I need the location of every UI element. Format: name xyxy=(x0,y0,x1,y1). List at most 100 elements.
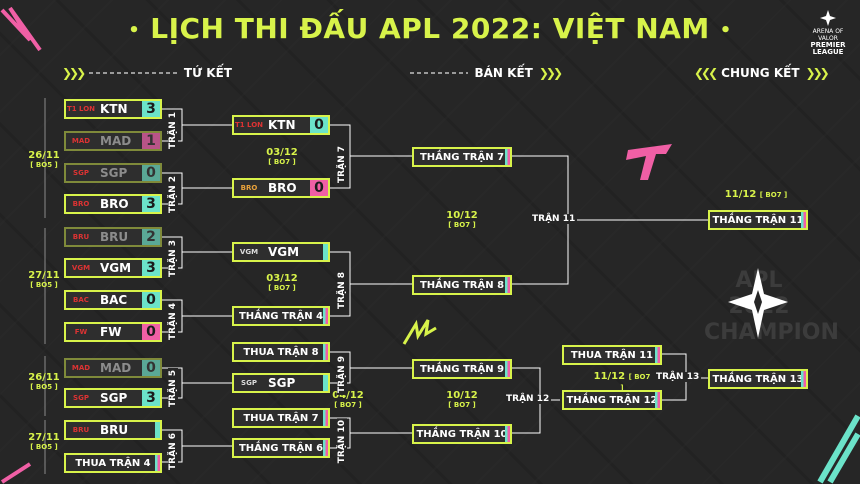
team-logo-icon: MAD xyxy=(71,364,91,372)
date-group-3: 26/11[ BO5 ] xyxy=(24,372,64,391)
date-text: 27/11 xyxy=(28,432,60,443)
slot-endcap xyxy=(155,455,160,471)
winner-match6-slot: THẮNG TRẬN 6 xyxy=(232,438,330,458)
match-tag-6: TRẬN 6 xyxy=(168,431,178,472)
bo-format: [ BO7 ] xyxy=(759,191,788,199)
slot-label: THẮNG TRẬN 7 xyxy=(419,151,505,163)
date-final: 11/12 [ BO7 ] xyxy=(724,189,788,200)
winner-match4-slot: THẮNG TRẬN 4 xyxy=(232,306,330,326)
date-text: 11/12 xyxy=(724,189,757,200)
bo-format: [ BO7 ] xyxy=(620,373,651,392)
champion-star-icon xyxy=(728,268,788,338)
team-name: FW xyxy=(100,325,122,339)
team-box-vgm: VGM VGM 3 xyxy=(64,258,162,278)
pink-corner-stroke xyxy=(0,6,42,52)
stage-final-label: CHUNG KẾT xyxy=(721,66,800,80)
slot-endcap xyxy=(323,440,328,456)
team-logo-icon: FW xyxy=(74,328,88,336)
page-title-text: LỊCH THI ĐẤU APL 2022: VIỆT NAM xyxy=(150,12,710,45)
team-logo-icon: BAC xyxy=(73,296,89,304)
team-name: MAD xyxy=(100,361,132,375)
team-box-r2-vgm: VGM VGM xyxy=(232,242,330,262)
date-text: 11/12 xyxy=(593,371,626,382)
team-name: BRO xyxy=(268,181,297,195)
date-group-2: 27/11[ BO5 ] xyxy=(24,270,64,289)
date-text: 03/12 xyxy=(266,147,298,158)
date-sf: 10/12[ BO7 ] xyxy=(442,210,482,229)
title-dot-right: • xyxy=(719,19,732,41)
slot-endcap xyxy=(505,426,510,442)
team-name: SGP xyxy=(100,391,128,405)
match-tag-1: TRẬN 1 xyxy=(168,110,178,151)
team-score: 1 xyxy=(142,133,160,149)
stage-sf-label: BÁN KẾT xyxy=(474,66,533,80)
slot-endcap xyxy=(655,347,660,363)
apl-logo-line1: ARENA OF VALOR xyxy=(812,28,844,42)
team-logo-icon: SGP xyxy=(241,379,257,387)
slot-label: THẮNG TRẬN 6 xyxy=(238,442,324,454)
team-box-fw: FW FW 0 xyxy=(64,322,162,342)
team-score: 3 xyxy=(142,196,160,212)
arrows-icon: ❯❯❯ xyxy=(62,66,86,80)
arrows-icon: ❮❮❮ xyxy=(694,66,718,80)
date-group-1: 26/11[ BO5 ] xyxy=(24,150,64,169)
date-qf2-a: 03/12[ BO7 ] xyxy=(262,147,302,166)
match-tag-13: TRẬN 13 xyxy=(654,372,702,382)
slot-label: THẮNG TRẬN 10 xyxy=(416,428,508,440)
team-score: 0 xyxy=(142,324,160,340)
pink-corner-stroke-bottom xyxy=(0,462,32,484)
slot-endcap xyxy=(323,308,328,324)
date-text: 03/12 xyxy=(266,273,298,284)
match-tag-8: TRẬN 8 xyxy=(337,270,347,311)
stage-dash xyxy=(410,72,469,74)
team-name: VGM xyxy=(100,261,132,275)
team-name: SGP xyxy=(268,376,296,390)
team-name: SGP xyxy=(100,166,128,180)
slot-endcap xyxy=(505,277,510,293)
bo-format: [ BO5 ] xyxy=(30,161,58,169)
match-tag-7: TRẬN 7 xyxy=(337,144,347,185)
bo-format: [ BO7 ] xyxy=(334,401,362,409)
slot-label: THUA TRẬN 4 xyxy=(75,457,151,469)
slot-label: THẮNG TRẬN 8 xyxy=(419,279,505,291)
team-logo-icon: BRO xyxy=(240,184,258,192)
team-score: 0 xyxy=(142,165,160,181)
team-logo-icon: T1 LON xyxy=(234,121,264,129)
apl-logo-line3: LEAGUE xyxy=(812,48,844,56)
slot-endcap xyxy=(505,361,510,377)
slot-endcap xyxy=(323,410,328,426)
team-logo-icon: VGM xyxy=(71,264,91,272)
team-score: 2 xyxy=(142,229,160,245)
date-sf2: 10/12[ BO7 ] xyxy=(442,390,482,409)
team-logo-icon: SGP xyxy=(73,394,89,402)
team-logo-icon: BRU xyxy=(72,233,90,241)
bo-format: [ BO7 ] xyxy=(448,221,476,229)
date-text: 26/11 xyxy=(28,150,60,161)
lightning-icon xyxy=(402,319,437,345)
arrows-icon: ❯❯❯ xyxy=(538,66,563,80)
team-name: BRO xyxy=(100,197,129,211)
date-text: 04/12 xyxy=(332,390,364,401)
bo-format: [ BO7 ] xyxy=(268,158,296,166)
date-text: 10/12 xyxy=(446,210,478,221)
match-tag-11: TRẬN 11 xyxy=(530,214,578,224)
team-score: 3 xyxy=(142,260,160,276)
arrows-icon: ❯❯❯ xyxy=(805,66,830,80)
stage-header-final: ❮❮❮ CHUNG KẾT ❯❯❯ xyxy=(694,63,830,83)
team-name: KTN xyxy=(268,118,296,132)
team-name: BAC xyxy=(100,293,128,307)
winner-match11-slot: THẮNG TRẬN 11 xyxy=(708,210,808,230)
match-tag-3: TRẬN 3 xyxy=(168,238,178,279)
team-score: 0 xyxy=(310,117,328,133)
team-box-r2-sgp: SGP SGP xyxy=(232,373,330,393)
loser-match7-slot: THUA TRẬN 7 xyxy=(232,408,330,428)
date-text: 27/11 xyxy=(28,270,60,281)
slot-endcap xyxy=(655,392,660,408)
team-name: VGM xyxy=(268,245,300,259)
slot-label: THẮNG TRẬN 9 xyxy=(419,363,505,375)
date-group-4: 27/11[ BO5 ] xyxy=(24,432,64,451)
team-score xyxy=(323,244,328,260)
